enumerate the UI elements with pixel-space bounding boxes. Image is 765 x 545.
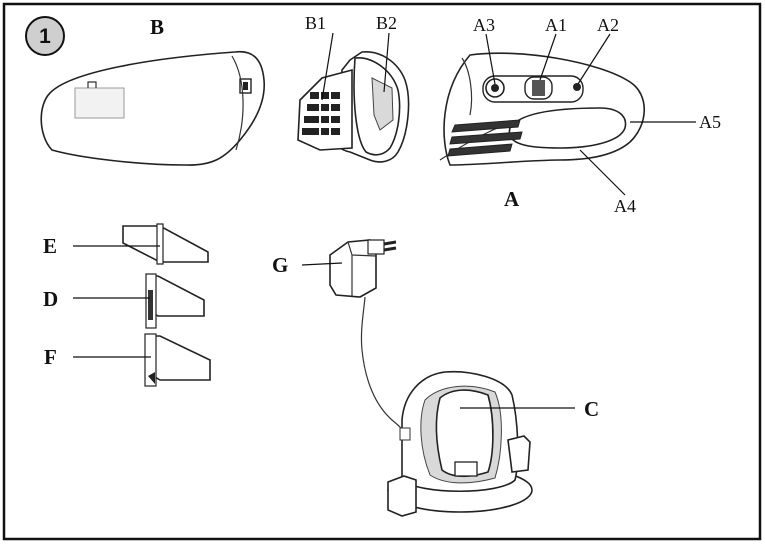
- leader-b1: [321, 32, 334, 101]
- label-a4: A4: [614, 196, 636, 216]
- label-a3: A3: [473, 15, 495, 35]
- label-a1: A1: [545, 15, 567, 35]
- leader-a1: [539, 33, 557, 81]
- figure-number-badge: 1: [25, 16, 65, 56]
- leader-a3: [485, 33, 496, 85]
- label-g: G: [272, 253, 288, 277]
- label-a2: A2: [597, 15, 619, 35]
- leader-a2: [577, 33, 611, 85]
- leader-lines: [73, 32, 696, 409]
- label-a5: A5: [699, 112, 721, 132]
- label-a: A: [504, 187, 520, 211]
- label-b2: B2: [376, 13, 397, 33]
- leader-a4: [579, 149, 626, 196]
- label-f: F: [44, 345, 57, 369]
- labels: B B1 B2 A3 A1 A2 A5 A A4 E G D F C: [43, 13, 721, 421]
- label-d: D: [43, 287, 58, 311]
- leader-g: [301, 262, 343, 266]
- label-e: E: [43, 234, 57, 258]
- label-c: C: [584, 397, 599, 421]
- part-e-nozzle: [122, 223, 209, 265]
- leader-b2: [383, 32, 390, 93]
- part-b-container: [40, 50, 265, 166]
- label-b1: B1: [305, 13, 326, 33]
- part-d-nozzle: [145, 273, 205, 329]
- part-g-adapter: [329, 239, 407, 437]
- part-c-base: [387, 370, 533, 517]
- label-b: B: [150, 15, 164, 39]
- part-b1-b2-filter: [297, 51, 410, 163]
- figure-number: 1: [39, 25, 51, 48]
- part-f-nozzle: [144, 333, 211, 387]
- part-a-body: [439, 52, 645, 166]
